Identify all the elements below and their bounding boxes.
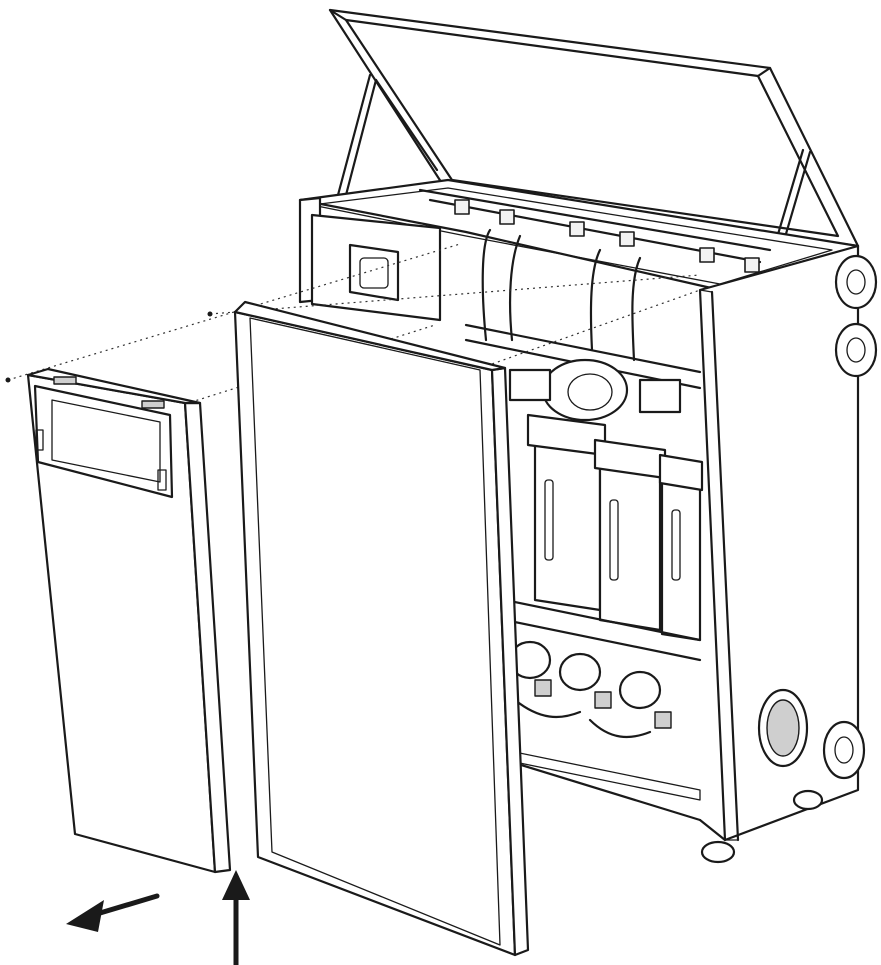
arrow-remove-left-panel [66,893,160,932]
right-front-panel [233,300,530,957]
side-flanges [757,254,878,780]
burner-modules [508,358,704,642]
arrow-lift-right-panel [222,870,250,965]
control-unit [310,213,442,322]
pumps [508,640,672,729]
boiler-cabinet [298,8,878,864]
left-front-panel [26,367,232,874]
top-valves [454,199,760,273]
